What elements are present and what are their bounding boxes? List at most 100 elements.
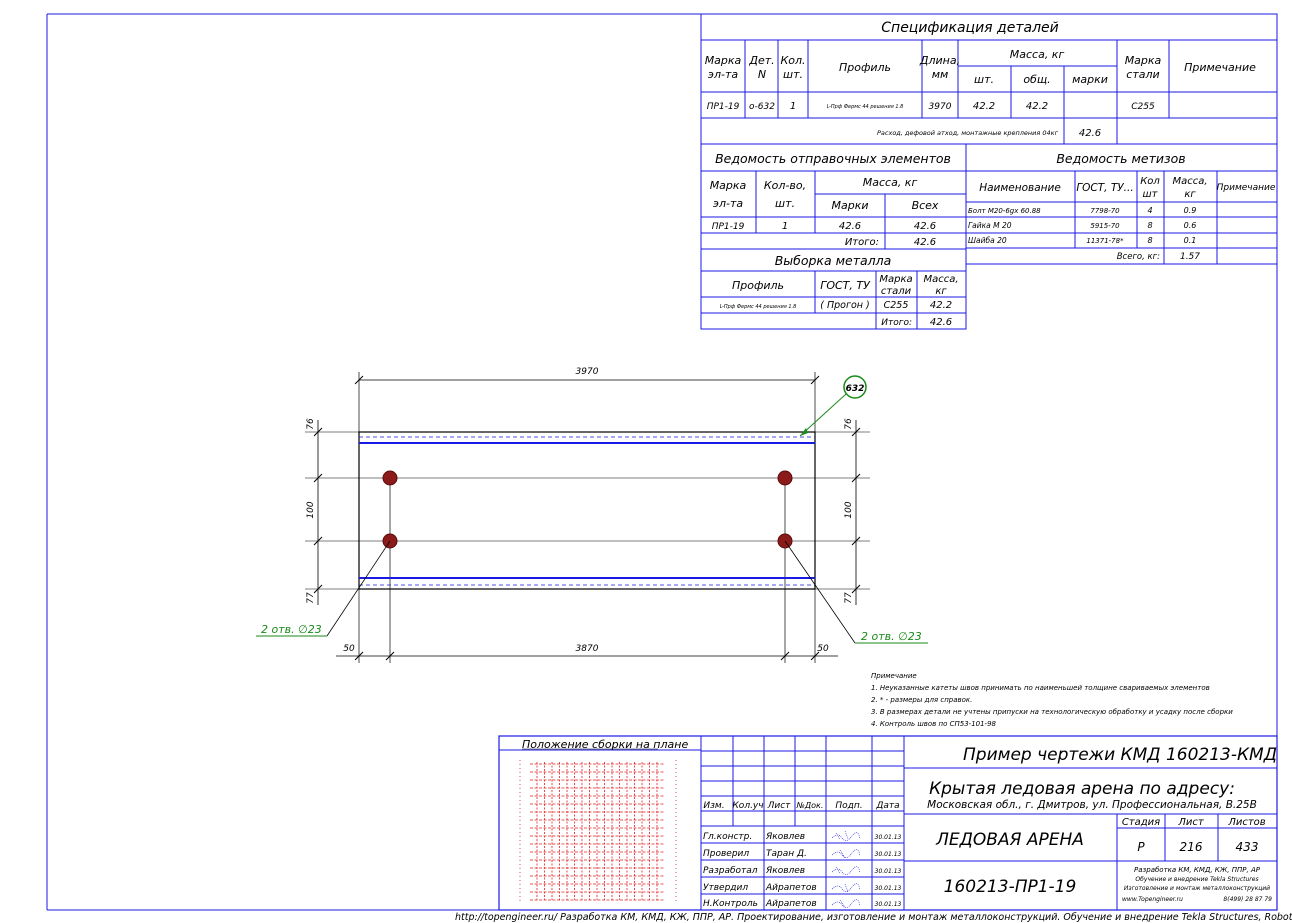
shipping-total-label: Итого: (845, 237, 879, 248)
metal-col-steel: Марка (879, 274, 912, 285)
dim-top-left: 76 (306, 418, 316, 430)
dim-top-right: 76 (844, 418, 854, 430)
spec-title: Спецификация деталей (881, 20, 1058, 36)
hardware-col-qty: Кол (1140, 176, 1160, 187)
plan-label: Положение сборки на плане (522, 738, 688, 751)
hdr-doc: №Док. (796, 801, 824, 810)
metal-col-mass2: кг (935, 286, 947, 297)
object-address: Московская обл., г. Дмитров, ул. Професс… (927, 799, 1257, 811)
person-role: Гл.констр. (703, 832, 752, 842)
spec-col-steel2: стали (1126, 68, 1159, 81)
spec-footer-value: 42.6 (1079, 128, 1101, 139)
spec-col-det: Дет. (748, 54, 774, 67)
part-outline (358, 431, 816, 590)
person-date: 30.01.13 (875, 868, 902, 875)
shipping-col-mass: Масса, кг (863, 176, 918, 189)
note-item: 4. Контроль швов по СП53-101-98 (871, 720, 997, 728)
signature (831, 883, 861, 893)
spec-col-mass-pc: шт. (974, 73, 994, 86)
sheet-code: 160213-ПР1-19 (944, 877, 1077, 897)
shipping-col-mass-mark: Марки (831, 199, 868, 212)
spec-col-steel: Марка (1125, 54, 1162, 67)
shipping-row-qty: 1 (782, 221, 788, 232)
signature (831, 866, 861, 875)
hardware-col-note: Примечание (1217, 183, 1276, 193)
project-title: Пример чертежи КМД 160213-КМД (963, 745, 1277, 765)
footer-text: http://topengineer.ru/ Разработка КМ, КМ… (455, 912, 1292, 923)
hardware-row-qty: 4 (1147, 206, 1152, 215)
shipping-total-value: 42.6 (914, 237, 936, 248)
hardware-table: Ведомость метизов Наименование ГОСТ, ТУ.… (965, 143, 1278, 265)
spec-row-qty: 1 (790, 101, 796, 112)
notes: Примечание 1. Неуказанные катеты швов пр… (871, 672, 1233, 728)
notes-title: Примечание (871, 672, 917, 680)
spec-col-qty2: шт. (783, 68, 803, 81)
person-name: Яковлев (765, 866, 805, 876)
note-item: 2. * - размеры для справок. (871, 696, 972, 704)
hardware-total-label: Всего, кг: (1117, 252, 1160, 262)
hardware-row-gost: 11371-78* (1086, 237, 1124, 245)
bolt-hole (777, 470, 793, 486)
person-name: Таран Д. (766, 849, 807, 859)
spec-row-mark: ПР1-19 (707, 102, 740, 112)
spec-row-profile: L-Прф Фермс 44 решения 1.8 (827, 104, 904, 110)
person-name: Айрапетов (765, 899, 817, 909)
shipping-row-mass-all: 42.6 (914, 221, 936, 232)
spec-col-mass-total: общ. (1023, 73, 1050, 86)
note-item: 1. Неуказанные катеты швов принимать по … (871, 684, 1210, 692)
hardware-total-value: 1.57 (1180, 252, 1200, 262)
spec-col-mark2: эл-та (708, 68, 738, 81)
shipping-title: Ведомость отправочных элементов (715, 151, 951, 166)
metal-title: Выборка металла (775, 253, 892, 268)
shipping-col-mark: Марка (710, 179, 747, 192)
dim-mid-right: 100 (844, 501, 854, 518)
dim-left: 50 (343, 644, 355, 654)
metal-col-mass: Масса, (923, 274, 958, 285)
assembly-plan (519, 760, 677, 902)
hardware-col-name: Наименование (979, 182, 1061, 194)
hardware-row-mass: 0.1 (1184, 236, 1197, 245)
building-name: ЛЕДОВАЯ АРЕНА (935, 830, 1084, 850)
part-mark: 632 (846, 384, 865, 394)
sheet-label: Лист (1177, 817, 1205, 828)
company-phone: 8(499) 28 87 79 (1223, 896, 1272, 903)
hardware-col-gost: ГОСТ, ТУ... (1076, 182, 1133, 194)
company-site: www.Topengineer.ru (1122, 896, 1183, 903)
signature (831, 830, 861, 841)
person-role: Н.Контроль (703, 899, 758, 909)
note-item: 3. В размерах детали не учтены припуски … (871, 708, 1233, 716)
hardware-row-mass: 0.6 (1184, 221, 1197, 230)
spec-col-note: Примечание (1184, 61, 1256, 74)
person-name: Айрапетов (765, 883, 817, 893)
spec-col-det2: N (758, 68, 766, 81)
hardware-row-name: Гайка М 20 (968, 221, 1012, 230)
metal-total-label: Итого: (881, 318, 912, 328)
hardware-row-gost: 7798-70 (1090, 207, 1120, 215)
person-date: 30.01.13 (875, 851, 902, 858)
spec-col-length: Длина, (919, 54, 960, 67)
shipping-row-mass-mark: 42.6 (839, 221, 861, 232)
title-block: Положение сборки на плане Изм. Кол.уч Ли… (498, 735, 1278, 911)
hole-callout-left: 2 отв. ∅23 (261, 623, 322, 636)
metal-col-gost: ГОСТ, ТУ (820, 279, 871, 292)
part-mark-bubble (843, 375, 867, 399)
metal-row-profile: L-Прф Фермс 44 решения 1.8 (720, 304, 797, 310)
hdr-list: Лист (767, 801, 792, 811)
metal-row-mass: 42.2 (930, 300, 952, 311)
metal-total-value: 42.6 (930, 317, 952, 328)
hardware-row-name: Шайба 20 (968, 236, 1007, 245)
spec-footer-text: Расход, дефовой атход, монтажные креплен… (877, 129, 1059, 137)
spec-row-mass-total: 42.2 (1026, 101, 1048, 112)
shipping-row-mark: ПР1-19 (712, 222, 745, 232)
hdr-izm: Изм. (703, 801, 724, 811)
bolt-hole (382, 470, 398, 486)
person-role: Утвердил (703, 883, 748, 893)
sheets-value: 433 (1236, 840, 1259, 854)
hole-callout-right: 2 отв. ∅23 (861, 630, 922, 643)
hardware-row-name: Болт М20-6gх 60.88 (968, 207, 1041, 215)
hdr-kol: Кол.уч (732, 801, 763, 811)
hardware-row-mass: 0.9 (1184, 206, 1197, 215)
spec-col-qty: Кол. (780, 54, 805, 67)
spec-col-mark: Марка (705, 54, 742, 67)
